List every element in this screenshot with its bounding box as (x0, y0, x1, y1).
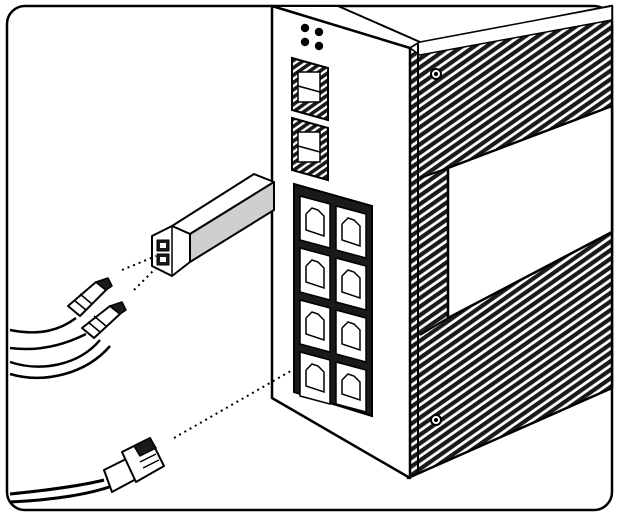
rj45-port (299, 195, 331, 249)
switch-side-label-panel (446, 104, 614, 320)
sfp-slot (291, 56, 329, 122)
ethernet-cable-plug (9, 437, 165, 504)
rj45-port (299, 351, 331, 405)
rj45-port (299, 247, 331, 301)
status-led-cluster (300, 23, 324, 51)
fiber-duplex-connector (9, 277, 127, 380)
rj45-port (335, 309, 367, 363)
rj45-port (335, 361, 367, 413)
rj45-port (335, 257, 367, 311)
rj45-port (335, 205, 367, 259)
guide-dots (121, 255, 297, 439)
sfp-slot (291, 116, 329, 182)
rj45-port (299, 299, 331, 353)
sfp-transceiver (151, 173, 275, 277)
rj45-port-block (293, 182, 373, 418)
